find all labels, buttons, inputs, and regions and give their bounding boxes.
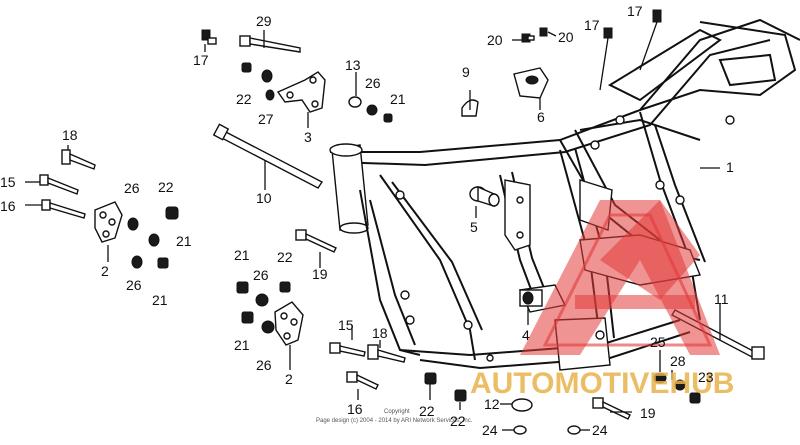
part-label-24: 24 — [482, 422, 498, 438]
part-label-22: 22 — [158, 179, 174, 195]
part-label-21: 21 — [176, 233, 192, 249]
leader-lines — [25, 21, 721, 431]
engine-plate-part-2b — [274, 301, 304, 346]
bolt-part-18b — [367, 344, 406, 363]
copyright-line-1: Copyright — [384, 409, 410, 415]
bolt-part-15b — [329, 342, 366, 357]
part-label-17: 17 — [627, 3, 643, 19]
part-label-22: 22 — [236, 91, 252, 107]
part-label-12: 12 — [484, 396, 500, 412]
part-label-1: 1 — [726, 159, 734, 175]
part-label-22: 22 — [419, 403, 435, 419]
part-label-24: 24 — [592, 422, 608, 438]
bolt-part-20a — [521, 33, 535, 43]
part-label-15: 15 — [0, 174, 16, 190]
long-bolt-part-10 — [212, 123, 324, 189]
part-label-18: 18 — [372, 325, 388, 341]
part-label-26: 26 — [253, 267, 269, 283]
part-label-2: 2 — [101, 263, 109, 279]
part-label-23: 23 — [698, 369, 714, 385]
part-label-29: 29 — [256, 13, 272, 29]
part-label-16: 16 — [347, 401, 363, 417]
nut-part-24a — [513, 425, 527, 435]
part-label-9: 9 — [462, 64, 470, 80]
part-label-15: 15 — [338, 317, 354, 333]
bolt-part-20b — [539, 27, 548, 37]
part-label-26: 26 — [256, 357, 272, 373]
part-label-18: 18 — [62, 127, 78, 143]
copyright-line-2: Page design (c) 2004 - 2014 by ARI Netwo… — [316, 418, 473, 424]
watermark-text: AUTOMOTIVEHUB — [470, 367, 734, 400]
part-label-26: 26 — [124, 180, 140, 196]
part-label-6: 6 — [537, 109, 545, 125]
nut-part-24b — [567, 425, 581, 435]
part-label-17: 17 — [193, 52, 209, 68]
collar-part-5 — [469, 185, 500, 207]
bolt-part-17b — [603, 27, 613, 39]
part-label-20: 20 — [487, 32, 503, 48]
part-label-26: 26 — [365, 75, 381, 91]
part-label-22: 22 — [450, 413, 466, 429]
part-label-21: 21 — [152, 292, 168, 308]
bolt-part-29 — [239, 35, 301, 53]
part-label-20: 20 — [558, 29, 574, 45]
washer-part-13 — [348, 96, 362, 108]
part-label-10: 10 — [256, 190, 272, 206]
part-label-11: 11 — [714, 291, 729, 307]
part-label-27: 27 — [258, 111, 274, 127]
part-label-21: 21 — [234, 247, 250, 263]
bolt-part-19b — [592, 397, 631, 420]
part-label-13: 13 — [345, 57, 361, 73]
part-label-28: 28 — [670, 353, 686, 369]
washer-part-12 — [511, 398, 533, 412]
part-label-5: 5 — [470, 219, 478, 235]
bolt-part-15a — [39, 174, 79, 195]
part-label-21: 21 — [234, 337, 250, 353]
bolt-part-16b — [346, 371, 379, 390]
part-label-17: 17 — [584, 17, 600, 33]
part-label-19: 19 — [640, 405, 656, 421]
bolt-part-16a — [41, 199, 86, 219]
nuts-and-washers — [127, 62, 701, 404]
mount-part-4 — [519, 289, 543, 307]
part-label-3: 3 — [304, 129, 312, 145]
part-label-16: 16 — [0, 198, 16, 214]
bolt-part-17c — [652, 9, 662, 23]
bolt-part-17a — [201, 29, 217, 45]
part-label-25: 25 — [650, 334, 666, 350]
cover-part-6 — [513, 67, 549, 99]
part-label-2: 2 — [285, 371, 293, 387]
automotivehub-watermark: AUTOMOTIVEHUB — [470, 200, 734, 400]
part-number-labels: 1 2 2 3 4 5 6 9 10 11 12 13 15 15 16 16 … — [0, 3, 734, 438]
bolt-part-19a — [295, 229, 337, 253]
part-label-26: 26 — [126, 277, 142, 293]
part-label-22: 22 — [277, 249, 293, 265]
part-label-21: 21 — [390, 91, 406, 107]
bolt-part-18a — [61, 149, 96, 170]
part-label-4: 4 — [522, 327, 530, 343]
part-label-19: 19 — [312, 266, 328, 282]
